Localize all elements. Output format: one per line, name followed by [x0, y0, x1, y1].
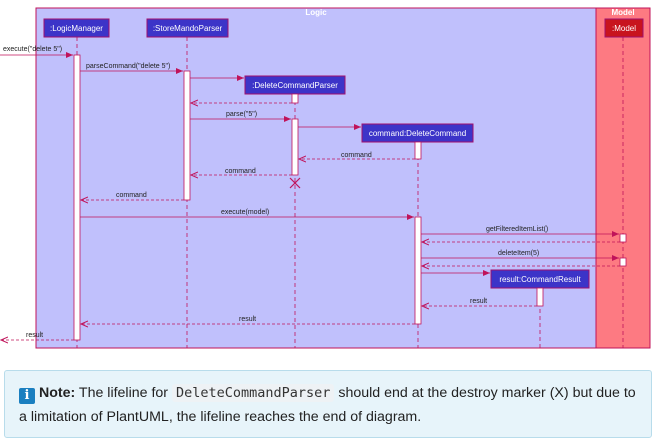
message-return-command-1-label: command [341, 152, 372, 159]
note-label: Note: [38, 385, 76, 401]
activation-delete-parser-2 [291, 118, 299, 176]
participant-model: :Model [604, 18, 644, 38]
message-parse-command-label: parseCommand("delete 5") [86, 63, 170, 70]
activation-store-parser [183, 70, 191, 201]
activation-model-2 [619, 257, 627, 267]
message-parse-label: parse("5") [226, 111, 257, 118]
participant-command-result: result:CommandResult [490, 269, 590, 289]
participant-delete-command: command:DeleteCommand [361, 123, 474, 143]
destroy-marker [289, 177, 301, 189]
activation-delete-command-2 [414, 216, 422, 325]
participant-delete-parser: :DeleteCommandParser [244, 75, 346, 95]
model-box-title: Model [611, 8, 634, 17]
activation-model-1 [619, 233, 627, 243]
logic-box [35, 7, 597, 349]
message-return-command-3-label: command [116, 192, 147, 199]
info-icon: i [19, 388, 35, 404]
participant-logic-manager: :LogicManager [43, 18, 110, 38]
participant-delete-parser-label: :DeleteCommandParser [252, 81, 338, 90]
message-execute-call-label: execute("delete 5") [3, 46, 62, 53]
participant-command-result-label: result:CommandResult [499, 275, 581, 284]
participant-model-label: :Model [612, 24, 636, 33]
participant-store-parser-label: :StoreMandoParser [153, 24, 223, 33]
participant-logic-manager-label: :LogicManager [50, 24, 103, 33]
logic-box-title: Logic [305, 8, 327, 17]
message-return-result-1-label: result [470, 298, 487, 305]
activation-delete-parser-1 [291, 93, 299, 104]
note-text-after: should end at the destroy marker (X) but… [19, 385, 636, 425]
participant-store-parser: :StoreMandoParser [146, 18, 229, 38]
message-execute-model-label: execute(model) [221, 209, 269, 216]
message-return-command-2-label: command [225, 168, 256, 175]
message-return-result-3-label: result [26, 332, 43, 339]
note-text-before: The lifeline for [78, 385, 169, 401]
message-get-filtered-label: getFilteredItemList() [486, 226, 548, 233]
note-callout: i Note: The lifeline for DeleteCommandPa… [4, 370, 652, 438]
activation-command-result [536, 287, 544, 307]
note-text: i Note: The lifeline for DeleteCommandPa… [19, 381, 647, 429]
message-delete-item-label: deleteItem(5) [498, 250, 539, 257]
message-return-result-2-label: result [239, 316, 256, 323]
sequence-diagram: Logic Model :LogicManager :StoreMandoPar… [0, 7, 651, 349]
activation-logic-manager [73, 54, 81, 341]
activation-delete-command-1 [414, 141, 422, 160]
participant-delete-command-label: command:DeleteCommand [369, 129, 466, 138]
note-code: DeleteCommandParser [171, 384, 335, 402]
